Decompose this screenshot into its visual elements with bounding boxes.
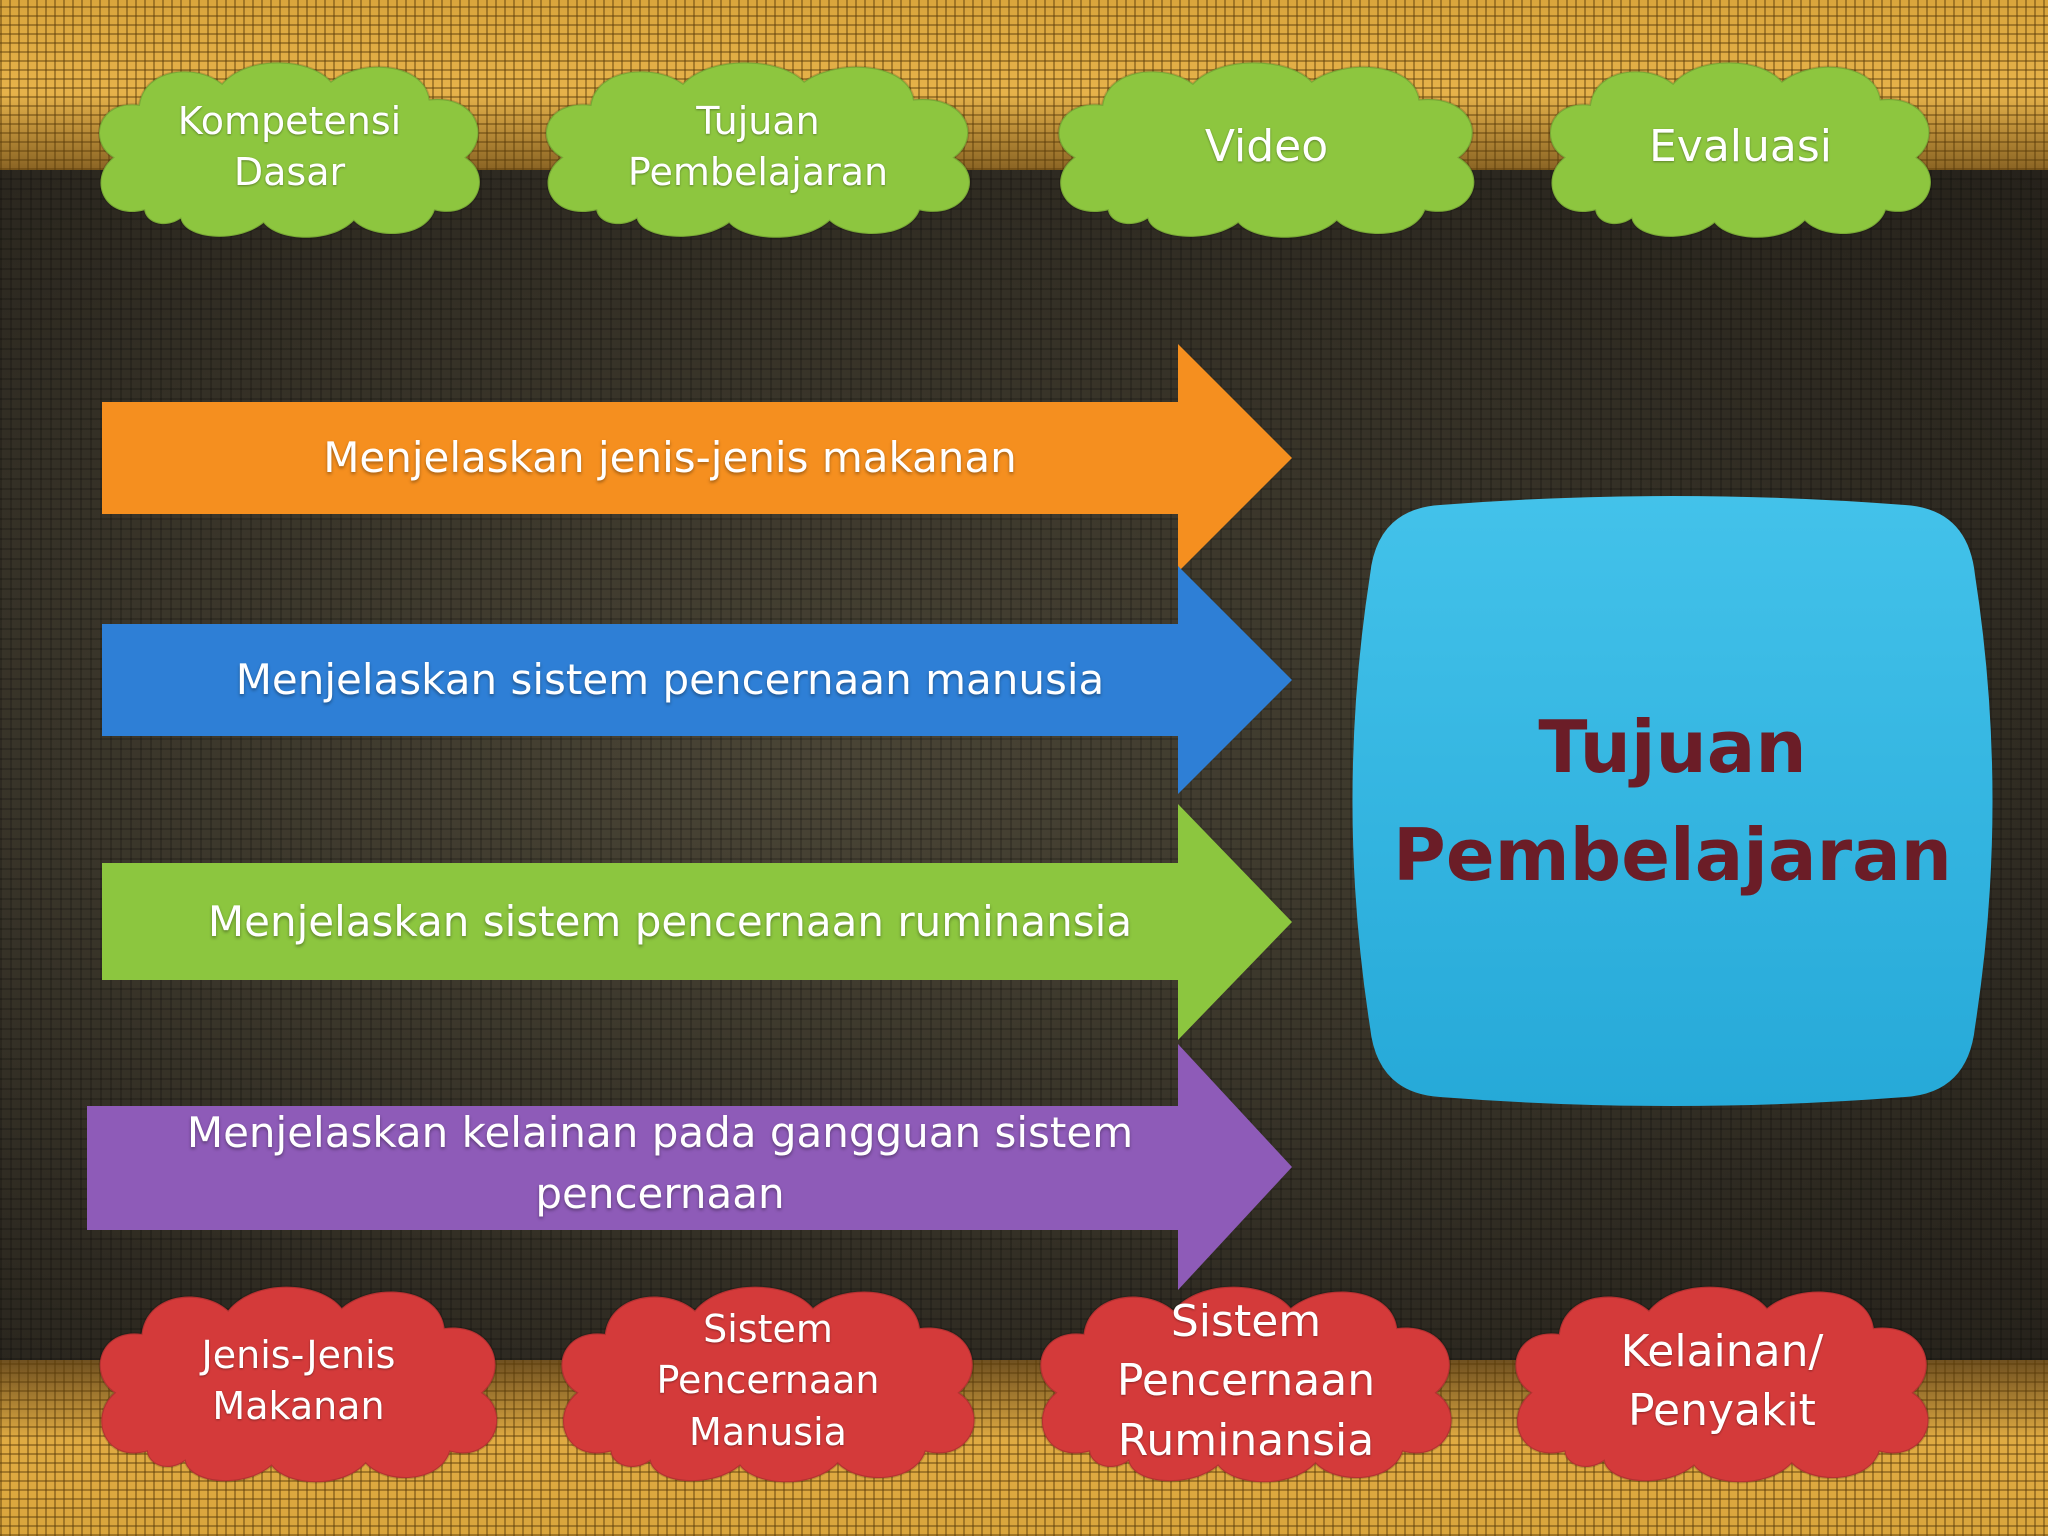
objective-label: Menjelaskan jenis-jenis makanan — [323, 432, 1017, 482]
nav-cloud-kelainan-penyakit[interactable]: Kelainan/ Penyakit — [1497, 1275, 1947, 1487]
arrow-shape — [102, 344, 1292, 572]
nav-cloud-evaluasi[interactable]: Evaluasi — [1533, 52, 1948, 242]
cloud-shape — [560, 1285, 976, 1484]
nav-cloud-sistem-pencernaan-manusia[interactable]: Sistem Pencernaan Manusia — [543, 1275, 993, 1487]
cloud-shape — [544, 61, 972, 239]
objective-arrow-2[interactable]: Menjelaskan sistem pencernaan manusia — [100, 564, 1295, 796]
objective-label: Menjelaskan kelainan pada gangguan siste… — [186, 1108, 1134, 1218]
nav-cloud-jenis-jenis-makanan[interactable]: Jenis-Jenis Makanan — [82, 1275, 515, 1487]
cloud-shape — [97, 61, 481, 239]
objective-label: Menjelaskan sistem pencernaan ruminansia — [207, 896, 1133, 946]
cloud-shape — [1057, 61, 1476, 239]
nav-cloud-label: Video — [1204, 121, 1329, 173]
nav-cloud-kompetensi-dasar[interactable]: Kompetensi Dasar — [82, 52, 497, 242]
target-label: Tujuan Pembelajaran — [1393, 705, 1952, 897]
arrow-shape — [102, 804, 1292, 1040]
objective-arrow-4[interactable]: Menjelaskan kelainan pada gangguan siste… — [85, 1042, 1295, 1292]
cloud-shape — [98, 1285, 499, 1484]
nav-cloud-label: Tujuan Pembelajaran — [627, 98, 889, 194]
nav-cloud-label: Evaluasi — [1648, 121, 1833, 173]
cloud-shape — [1514, 1285, 1930, 1484]
nav-cloud-label: Kompetensi Dasar — [177, 98, 402, 194]
nav-cloud-label: Sistem Pencernaan Manusia — [656, 1307, 880, 1454]
target-shape — [1352, 496, 1993, 1106]
nav-cloud-video[interactable]: Video — [1040, 52, 1493, 242]
nav-cloud-tujuan-pembelajaran[interactable]: Tujuan Pembelajaran — [527, 52, 989, 242]
cloud-shape — [1039, 1285, 1453, 1484]
objective-label: Menjelaskan sistem pencernaan manusia — [235, 654, 1105, 704]
nav-cloud-label: Kelainan/ Penyakit — [1620, 1325, 1824, 1436]
arrow-shape — [87, 1044, 1292, 1290]
objective-arrow-1[interactable]: Menjelaskan jenis-jenis makanan — [100, 342, 1295, 574]
nav-cloud-sistem-pencernaan-ruminansia[interactable]: Sistem Pencernaan Ruminansia — [1022, 1275, 1470, 1487]
target-tujuan-pembelajaran: Tujuan Pembelajaran — [1350, 495, 1995, 1107]
nav-cloud-label: Sistem Pencernaan Ruminansia — [1116, 1295, 1376, 1466]
objective-arrow-3[interactable]: Menjelaskan sistem pencernaan ruminansia — [100, 802, 1295, 1042]
nav-cloud-label: Jenis-Jenis Makanan — [201, 1332, 396, 1428]
cloud-shape — [1548, 61, 1932, 239]
arrow-shape — [102, 566, 1292, 794]
